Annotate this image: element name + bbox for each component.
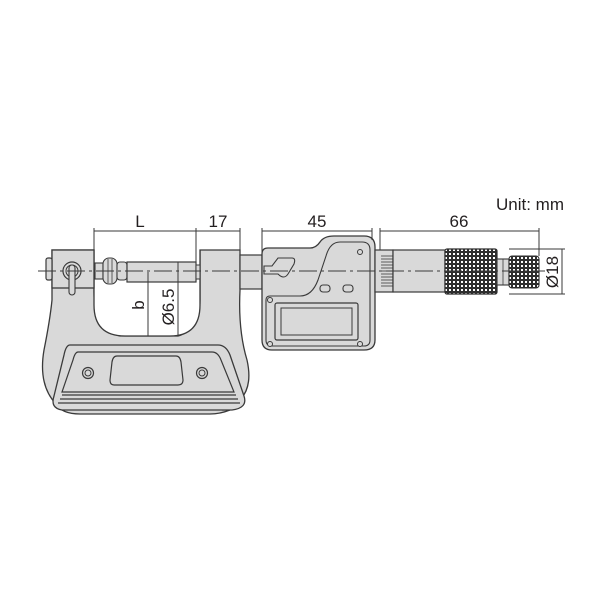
dimension-lines	[93, 228, 565, 336]
spindle	[126, 261, 201, 283]
dim-66-label: 66	[450, 212, 469, 231]
dim-diameter-6-5-label: Ø6.5	[159, 289, 178, 326]
plate-screw-right	[195, 366, 209, 380]
anvil-block	[45, 249, 95, 296]
dim-diameter-18-label: Ø18	[543, 256, 562, 288]
dim-17-label: 17	[209, 212, 228, 231]
ratchet-stop	[496, 255, 540, 289]
spindle-sleeve	[239, 254, 263, 290]
dim-b-label: b	[129, 300, 148, 309]
display-housing	[261, 235, 376, 351]
dim-L-label: L	[135, 212, 144, 231]
plate-screw-left	[81, 366, 95, 380]
unit-label: Unit: mm	[496, 195, 564, 214]
dim-45-label: 45	[308, 212, 327, 231]
